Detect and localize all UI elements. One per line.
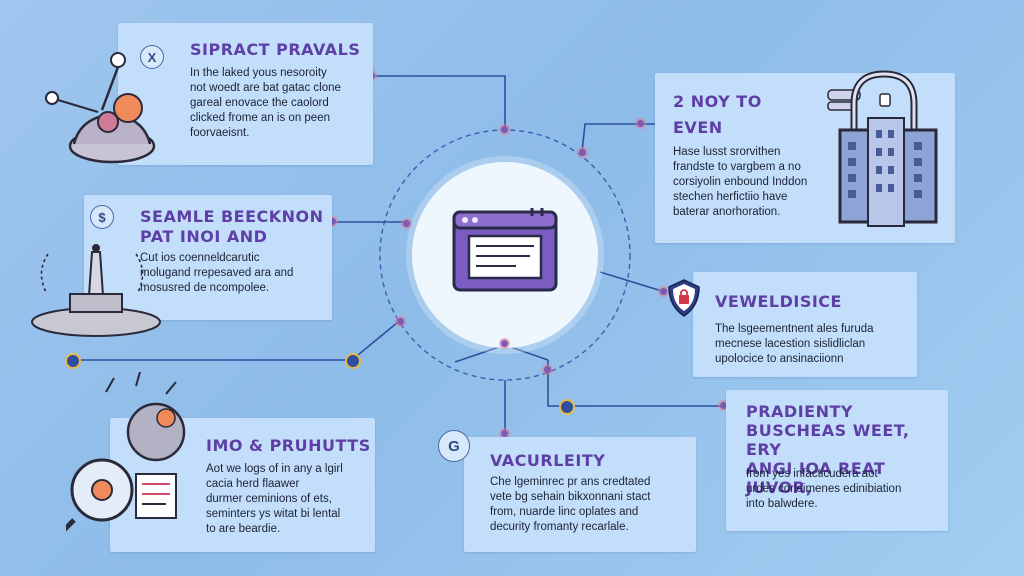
body-line: corsiyolin enbound Inddon xyxy=(673,176,808,188)
node-dot-left xyxy=(65,353,81,369)
card-body: Cut ios coenneldcarutic molugand rrepesa… xyxy=(140,251,326,296)
body-line: Hase lusst srorvithen xyxy=(673,146,781,158)
body-line: cacia herd flaawer xyxy=(206,478,300,490)
node-dot-right xyxy=(559,399,575,415)
node-star xyxy=(501,340,508,347)
connector-top-right xyxy=(581,123,655,153)
card-top-left: X SIPRACT PRAVALS In the laked yous neso… xyxy=(118,23,373,165)
card-title: SIPRACT PRAVALS xyxy=(190,40,361,59)
body-line: decurity fromanty recarlale. xyxy=(490,521,629,533)
robot-arm-icon xyxy=(45,52,156,164)
node-dot-center-left xyxy=(345,353,361,369)
node-star xyxy=(637,120,644,127)
title-line: SEAMLE BEECKNON xyxy=(140,207,324,226)
card-title: VEWELDISICE xyxy=(715,292,842,311)
node-star xyxy=(544,366,551,373)
node-star xyxy=(501,126,508,133)
node-star xyxy=(329,218,336,225)
dollar-badge-icon: $ xyxy=(90,205,114,229)
card-body: The lsgeementnent ales furuda mecnese la… xyxy=(715,322,915,367)
card-body: Hase lusst srorvithen frandste to vargbe… xyxy=(673,145,833,220)
title-line: PRADIENTY xyxy=(746,402,853,421)
card-body: Che lgeminrec pr ans credtated vete bg s… xyxy=(490,475,690,535)
card-title: VACURLEITY xyxy=(490,451,606,470)
card-bottom-right: PRADIENTY BUSCHEAS WEET, ERY ANGI IOA RE… xyxy=(726,390,948,531)
magnifier-bug-icon xyxy=(66,372,186,532)
radio-tower-icon xyxy=(31,244,161,337)
title-line: 2 NOY TO xyxy=(673,92,762,111)
body-line: frandste to vargbem a no xyxy=(673,161,801,173)
body-line: seminters ys witat bi lental xyxy=(206,508,341,520)
padlock-building-icon xyxy=(827,70,938,227)
g-badge-icon: G xyxy=(438,430,470,462)
body-line: Che lgeminrec pr ans credtated xyxy=(490,476,651,488)
body-line: baterar anorhoration. xyxy=(673,206,781,218)
node-star xyxy=(501,430,508,437)
body-line: mecnese lacestion sislidliclan xyxy=(715,338,866,350)
card-body: Aot we logs of in any a lgirl cacia herd… xyxy=(206,462,372,537)
card-body: In the laked yous nesoroity not woedt ar… xyxy=(190,66,366,141)
card-title: 2 NOY TO EVEN xyxy=(673,89,762,141)
body-line: foorvaeisnt. xyxy=(190,127,250,139)
node-star xyxy=(403,220,410,227)
body-line: from yes infacticudera aot xyxy=(746,468,878,480)
body-line: stechen herfictiio have xyxy=(673,191,788,203)
connector-bottom-right xyxy=(547,360,724,407)
card-mid-left: $ SEAMLE BEECKNON PAT INOI AND Cut ios c… xyxy=(84,195,332,320)
body-line: Aot we logs of in any a lgirl xyxy=(206,463,343,475)
body-line: from, nuarde linc oplates and xyxy=(490,506,639,518)
card-body: from yes infacticudera aot urdes corleim… xyxy=(746,467,942,512)
node-star xyxy=(579,149,586,156)
title-line: ANGI IOA REAT JUVOR, xyxy=(746,459,886,497)
title-line: EVEN xyxy=(673,118,723,137)
card-title: SEAMLE BEECKNON PAT INOI AND xyxy=(140,207,324,247)
connector-top-left xyxy=(372,75,506,132)
x-badge-icon: X xyxy=(140,45,164,69)
shield-lock-icon xyxy=(668,279,700,317)
body-line: In the laked yous nesoroity xyxy=(190,67,327,79)
node-star xyxy=(660,288,667,295)
connector-mid-right xyxy=(599,271,666,293)
body-line: urdes corleimenes edinibiation xyxy=(746,483,902,495)
title-line: PAT INOI AND xyxy=(140,227,268,246)
body-line: not woedt are bat gatac clone xyxy=(190,82,341,94)
card-title: PRADIENTY BUSCHEAS WEET, ERY ANGI IOA RE… xyxy=(746,402,948,497)
body-line: mosusred de ncompolee. xyxy=(140,282,270,294)
body-line: Cut ios coenneldcarutic xyxy=(140,252,260,264)
node-star xyxy=(720,402,727,409)
body-line: upolocice to ansinaciionn xyxy=(715,353,844,365)
card-bottom-center: VACURLEITY Che lgeminrec pr ans credtate… xyxy=(464,437,696,552)
central-hub xyxy=(412,162,598,348)
node-star xyxy=(397,318,404,325)
body-line: gareal enovace the caolord xyxy=(190,97,329,109)
card-mid-right: VEWELDISICE The lsgeementnent ales furud… xyxy=(693,272,917,377)
body-line: molugand rrepesaved ara and xyxy=(140,267,294,279)
body-line: vete bg sehain bikxonnani stact xyxy=(490,491,651,503)
body-line: to are beardie. xyxy=(206,523,281,535)
body-line: The lsgeementnent ales furuda xyxy=(715,323,874,335)
title-line: BUSCHEAS WEET, ERY xyxy=(746,421,910,459)
body-line: into balwdere. xyxy=(746,498,818,510)
body-line: clicked frome an is on peen xyxy=(190,112,330,124)
card-title: IMO & PRUHUTTS xyxy=(206,436,371,455)
browser-window-icon xyxy=(452,208,558,292)
body-line: durmer ceminions of ets, xyxy=(206,493,332,505)
